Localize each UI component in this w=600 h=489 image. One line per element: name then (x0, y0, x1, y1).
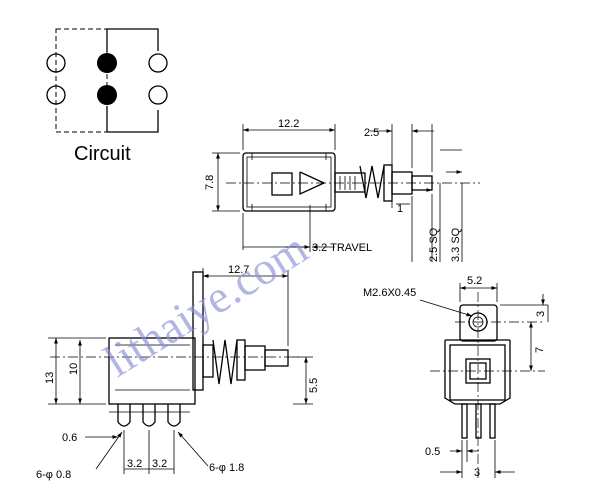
dim-offset-mid: 7 (534, 347, 546, 353)
dim-thread: M2.6X0.45 (363, 287, 416, 299)
watermark-text: lithaiye.com (95, 222, 316, 387)
dim-stroke: 2.5 (364, 127, 379, 139)
side-view: 12.7 13 10 5.5 0.6 3.2 3.2 6-φ 0.8 6-φ 1… (36, 264, 320, 481)
circuit-diagram: Circuit (46, 28, 168, 165)
terminal-common (97, 53, 117, 73)
dim-pin-offset: 0.6 (62, 432, 77, 444)
dim-pitch-right: 3.2 (152, 458, 167, 470)
dim-pin-spacing: 3 (474, 467, 480, 479)
circuit-title: Circuit (74, 143, 131, 165)
dim-width: 12.2 (278, 118, 299, 130)
dim-offset-top: 3 (535, 311, 547, 317)
dim-sq-large: 3.3 SQ (450, 227, 462, 262)
dim-pins-small: 6-φ 0.8 (36, 469, 71, 481)
terminal-open (148, 85, 168, 105)
dim-pin-width: 0.5 (425, 446, 440, 458)
dim-shaft-sq: 1 (397, 203, 403, 215)
terminal-common (97, 85, 117, 105)
dim-height: 7.8 (204, 175, 216, 190)
dim-sq-small: 2.5 SQ (428, 227, 440, 262)
front-view: 12.2 2.5 7.8 1 3.2 TRAVEL 2.5 SQ 3.3 SQ (204, 118, 480, 262)
end-view: M2.6X0.45 5.2 3 7 0.5 3 (363, 275, 549, 479)
dim-pins-large: 6-φ 1.8 (209, 462, 244, 474)
dim-length: 12.7 (228, 264, 249, 276)
dim-shaft-height: 5.5 (308, 378, 320, 393)
terminal-open (148, 53, 168, 73)
dim-height-body: 10 (68, 363, 80, 375)
dim-end-width: 5.2 (467, 275, 482, 287)
dim-pitch-left: 3.2 (127, 458, 142, 470)
terminal-open (46, 53, 66, 73)
dim-travel: 3.2 TRAVEL (312, 242, 372, 254)
terminal-open (46, 85, 66, 105)
dim-height-total: 13 (44, 372, 56, 384)
